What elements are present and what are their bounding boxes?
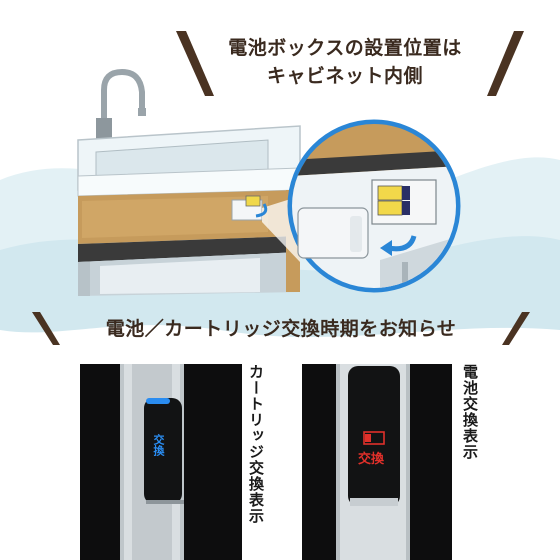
battery-box-large-icon bbox=[371, 179, 437, 225]
top-heading-line2: キャビネット内側 bbox=[266, 65, 423, 87]
cartridge-indicator-label: カートリッジ交換表示 bbox=[247, 364, 265, 524]
battery-indicator-panel bbox=[302, 364, 452, 560]
top-heading: 電池ボックスの設置位置は キャビネット内側 bbox=[190, 34, 500, 90]
accent-stroke-top-left bbox=[176, 31, 214, 96]
accent-stroke-top-right bbox=[487, 31, 524, 96]
top-heading-line1: 電池ボックスの設置位置は bbox=[228, 37, 462, 59]
arrow-attach-icon bbox=[380, 235, 417, 256]
cabinet-icon bbox=[78, 190, 300, 296]
cartridge-badge-text: 交換 bbox=[152, 434, 165, 456]
arrow-small-icon bbox=[255, 203, 268, 218]
middle-heading: 電池／カートリッジ交換時期をお知らせ bbox=[105, 318, 457, 340]
faucet-icon bbox=[96, 68, 146, 140]
accent-stroke-mid-left bbox=[32, 312, 60, 345]
battery-box-small-icon bbox=[231, 195, 263, 221]
battery-badge-text: 交換 bbox=[358, 452, 385, 467]
accent-stroke-mid-right bbox=[502, 312, 530, 345]
battery-cover-icon bbox=[297, 207, 369, 259]
cartridge-indicator-panel bbox=[80, 364, 242, 560]
battery-indicator-label: 電池交換表示 bbox=[461, 364, 479, 460]
